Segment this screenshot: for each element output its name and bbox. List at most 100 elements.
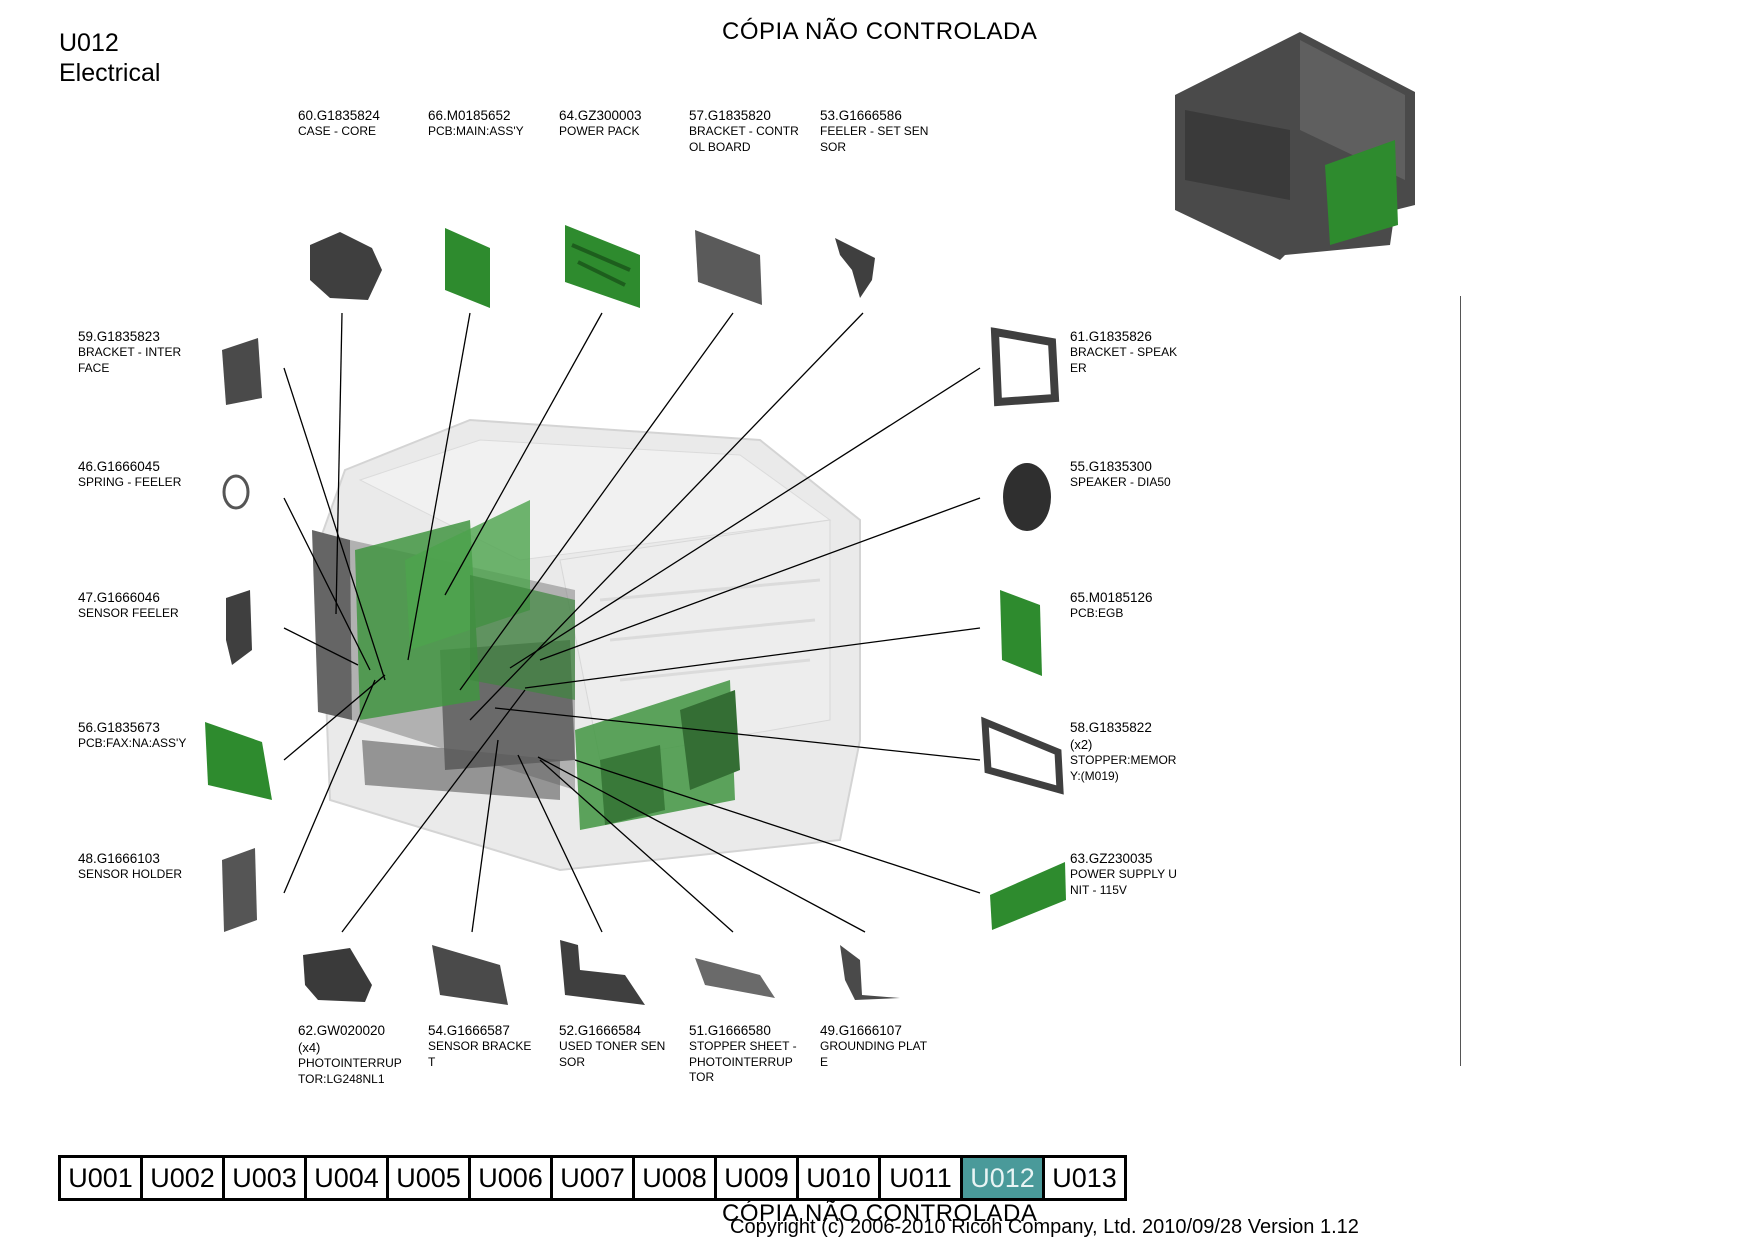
callout-part-59[interactable]: 59.G1835823 BRACKET - INTER FACE [78,328,210,376]
tab-u005[interactable]: U005 [389,1158,471,1198]
part-description: FEELER - SET SEN SOR [820,124,929,154]
callout-part-55[interactable]: 55.G1835300 SPEAKER - DIA50 [1070,458,1202,491]
part-48-icon [222,848,257,932]
part-56-icon [205,722,272,800]
watermark-bottom: CÓPIA NÃO CONTROLADA [722,1200,1038,1227]
callout-part-48[interactable]: 48.G1666103 SENSOR HOLDER [78,850,210,883]
part-number: 65.M0185126 [1070,590,1153,605]
section-code: U012 [59,29,119,57]
part-number: 47.G1666046 [78,590,160,605]
part-63-icon [990,862,1066,930]
part-46-icon [222,474,250,510]
tab-u007[interactable]: U007 [553,1158,635,1198]
part-65-icon [1000,590,1042,676]
part-number: 48.G1666103 [78,851,160,866]
callout-part-54[interactable]: 54.G1666587 SENSOR BRACKE T [428,1022,560,1070]
callout-part-66[interactable]: 66.M0185652 PCB:MAIN:ASS'Y [428,107,560,140]
tab-u012[interactable]: U012 [963,1158,1045,1198]
part-description: STOPPER:MEMOR Y:(M019) [1070,753,1177,783]
part-description: BRACKET - SPEAK ER [1070,345,1178,375]
part-number: 46.G1666045 [78,459,160,474]
callout-part-51[interactable]: 51.G1666580 STOPPER SHEET - PHOTOINTERRU… [689,1022,821,1086]
callout-part-63[interactable]: 63.GZ230035 POWER SUPPLY U NIT - 115V [1070,850,1202,898]
part-54-icon [432,945,508,1005]
part-58-icon [981,716,1064,795]
callout-part-58[interactable]: 58.G1835822 (x2) STOPPER:MEMOR Y:(M019) [1070,719,1202,784]
callout-part-49[interactable]: 49.G1666107 GROUNDING PLAT E [820,1022,952,1070]
part-53-icon [835,238,875,298]
part-number: 56.G1835673 [78,720,160,735]
part-description: SPEAKER - DIA50 [1070,475,1171,489]
watermark-top: CÓPIA NÃO CONTROLADA [722,18,1038,45]
callout-part-60[interactable]: 60.G1835824 CASE - CORE [298,107,430,140]
part-quantity: (x2) [1070,737,1093,752]
callout-part-65[interactable]: 65.M0185126 PCB:EGB [1070,589,1202,622]
divider-line [1460,296,1461,1066]
part-52-icon [560,940,645,1005]
part-number: 58.G1835822 [1070,720,1152,735]
part-description: STOPPER SHEET - PHOTOINTERRUP TOR [689,1039,797,1084]
part-number: 51.G1666580 [689,1023,771,1038]
part-49-icon [840,945,900,1000]
part-description: CASE - CORE [298,124,377,138]
leader-lines [283,312,981,933]
section-title: Electrical [59,59,161,87]
part-number: 63.GZ230035 [1070,851,1153,866]
part-description: BRACKET - CONTR OL BOARD [689,124,799,154]
part-59-icon [222,338,262,405]
callout-part-61[interactable]: 61.G1835826 BRACKET - SPEAK ER [1070,328,1202,376]
part-description: SPRING - FEELER [78,475,182,489]
part-description: POWER PACK [559,124,640,138]
part-number: 62.GW020020 [298,1023,386,1038]
tab-u006[interactable]: U006 [471,1158,553,1198]
callout-part-64[interactable]: 64.GZ300003 POWER PACK [559,107,691,140]
part-number: 49.G1666107 [820,1023,902,1038]
part-number: 66.M0185652 [428,108,511,123]
tab-u004[interactable]: U004 [307,1158,389,1198]
callout-part-56[interactable]: 56.G1835673 PCB:FAX:NA:ASS'Y [78,719,210,752]
page-tabs: U001 U002 U003 U004 U005 U006 U007 U008 … [58,1155,1127,1201]
part-number: 60.G1835824 [298,108,380,123]
part-description: PCB:EGB [1070,606,1124,620]
tab-u009[interactable]: U009 [717,1158,799,1198]
callout-part-57[interactable]: 57.G1835820 BRACKET - CONTR OL BOARD [689,107,821,155]
part-number: 57.G1835820 [689,108,771,123]
part-description: PHOTOINTERRUP TOR:LG248NL1 [298,1056,402,1086]
part-number: 52.G1666584 [559,1023,641,1038]
part-number: 55.G1835300 [1070,459,1152,474]
part-description: USED TONER SEN SOR [559,1039,666,1069]
part-icons [205,225,1066,1005]
tab-u002[interactable]: U002 [143,1158,225,1198]
part-description: SENSOR HOLDER [78,867,183,881]
part-number: 54.G1666587 [428,1023,510,1038]
callout-part-62[interactable]: 62.GW020020 (x4) PHOTOINTERRUP TOR:LG248… [298,1022,430,1087]
tab-u011[interactable]: U011 [881,1158,963,1198]
tab-u001[interactable]: U001 [61,1158,143,1198]
callout-part-52[interactable]: 52.G1666584 USED TONER SEN SOR [559,1022,691,1070]
part-quantity: (x4) [298,1040,321,1055]
part-description: BRACKET - INTER FACE [78,345,182,375]
tab-u008[interactable]: U008 [635,1158,717,1198]
main-assembly [312,418,861,872]
part-description: PCB:MAIN:ASS'Y [428,124,524,138]
copyright-footer: Copyright (c) 2006-2010 Ricoh Company, L… [730,1216,1359,1238]
part-66-icon [445,228,490,308]
part-description: POWER SUPPLY U NIT - 115V [1070,867,1177,897]
part-57-icon [695,230,762,305]
tab-u010[interactable]: U010 [799,1158,881,1198]
callout-part-47[interactable]: 47.G1666046 SENSOR FEELER [78,589,210,622]
part-60-icon [310,232,382,300]
part-51-icon [695,958,775,998]
part-description: SENSOR BRACKE T [428,1039,532,1069]
tab-u003[interactable]: U003 [225,1158,307,1198]
part-number: 53.G1666586 [820,108,902,123]
part-64-icon [565,225,640,308]
part-description: PCB:FAX:NA:ASS'Y [78,736,187,750]
part-number: 61.G1835826 [1070,329,1152,344]
callout-part-53[interactable]: 53.G1666586 FEELER - SET SEN SOR [820,107,952,155]
callout-part-46[interactable]: 46.G1666045 SPRING - FEELER [78,458,210,491]
tab-u013[interactable]: U013 [1045,1158,1124,1198]
part-number: 59.G1835823 [78,329,160,344]
